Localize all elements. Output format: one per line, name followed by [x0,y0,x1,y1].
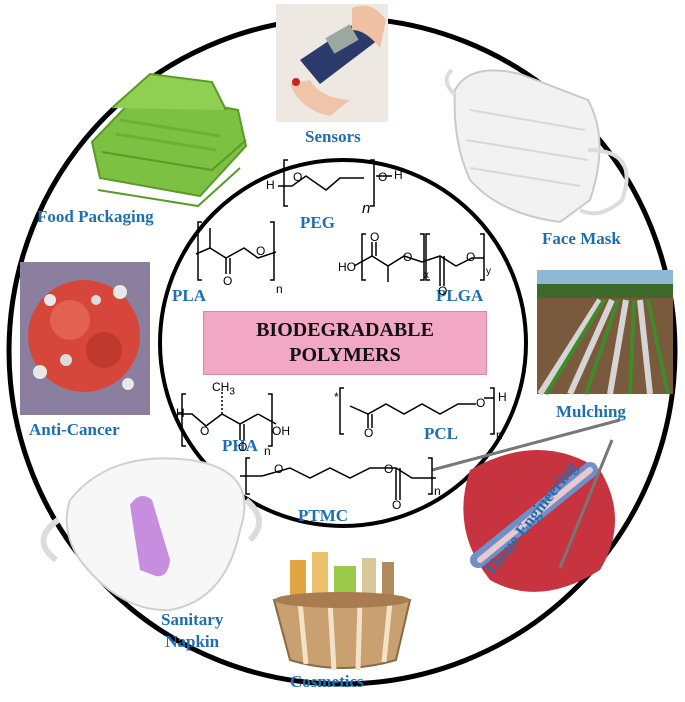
plga-o1: O [370,230,380,244]
center-title-line2: POLYMERS [289,344,401,366]
plga-y: y [486,266,491,277]
label-sensors: Sensors [305,127,361,146]
pla-o2: O [223,274,233,288]
label-sanitary-line2: Napkin [165,632,220,651]
peg-h-left: H [266,178,275,192]
pha-3: 3 [229,386,235,398]
pha-ch3: CH3 [212,380,235,397]
ptmc-o3: O [392,498,402,512]
peg-n: n [362,200,371,217]
plga-o4: O [466,250,476,264]
pla-structure [195,221,277,281]
pcl-n: n [496,428,503,442]
polymer-pcl: PCL [424,424,458,443]
plga-structure [353,233,485,286]
pha-structure [178,390,277,447]
peg-structure [278,159,392,207]
label-sanitary-line1: Sanitary [161,610,224,629]
ptmc-o1: O [274,462,284,476]
peg-h-right: H [394,168,403,182]
pcl-h: H [498,390,507,404]
peg-oh: O [378,170,388,184]
tissue-engineering-image [431,418,621,592]
label-face-mask: Face Mask [542,229,621,248]
center-title-line1: BIODEGRADABLE [256,319,434,341]
face-mask-image [444,68,629,224]
pcl-structure [339,387,495,435]
polymer-ptmc: PTMC [298,506,349,525]
polymer-pla: PLA [172,286,206,305]
pha-oh: OH [272,424,290,438]
ptmc-o2: O [384,462,394,476]
pha-o: O [200,424,210,438]
food-packaging-image [90,72,248,208]
ptmc-structure [240,457,436,500]
pha-n: n [264,444,271,458]
plga-o2: O [403,250,413,264]
pcl-o: O [364,426,374,440]
pla-o: O [256,244,266,258]
plga-x: x [424,270,429,281]
label-mulching: Mulching [556,402,626,421]
peg-o: O [293,170,303,184]
sensors-image [276,4,388,122]
polymer-peg: PEG [300,213,335,232]
pcl-o2: O [476,396,486,410]
pla-n: n [276,282,283,296]
polymer-pha: PHA [222,436,258,455]
label-sanitary-napkin: Sanitary Napkin [161,609,223,653]
sanitary-napkin-image [40,457,262,612]
pha-o2: O [238,440,248,454]
mulching-image [537,270,673,396]
pha-ch: CH [212,380,230,394]
inner-ring [158,158,528,528]
center-title-box: BIODEGRADABLE POLYMERS [203,311,487,375]
plga-ho: HO [338,260,356,274]
label-anti-cancer: Anti-Cancer [29,420,120,439]
ptmc-n: n [434,484,441,498]
polymer-plga: PLGA [436,286,484,305]
pha-h: H [176,406,185,420]
label-cosmetics: Cosmetics [290,672,364,691]
pcl-star: * [334,390,339,404]
cosmetics-image [272,552,412,671]
anti-cancer-image [20,262,150,415]
label-food-packaging: Food Packaging [37,207,154,226]
plga-o3: O [438,284,448,298]
